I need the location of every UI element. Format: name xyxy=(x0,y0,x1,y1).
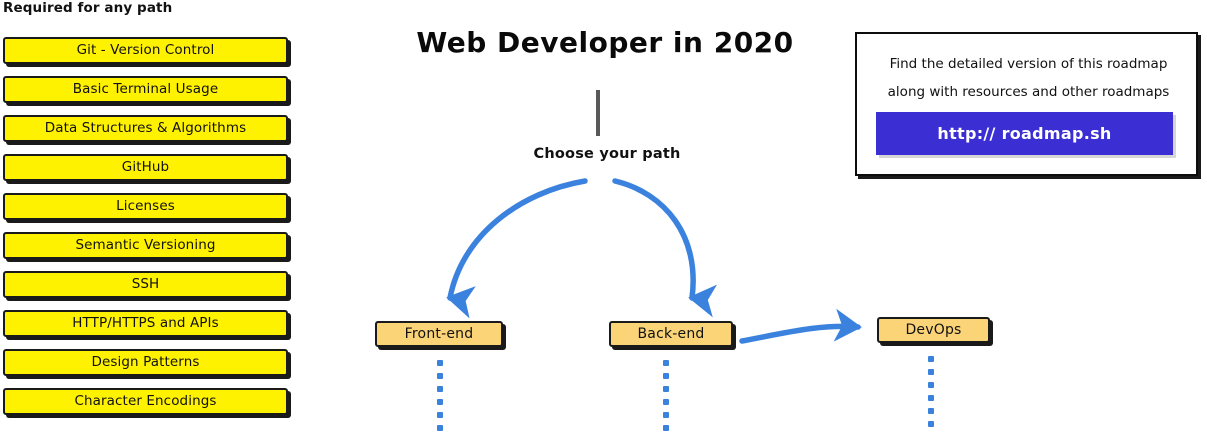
required-topic-item[interactable]: GitHub xyxy=(3,154,288,181)
path-box-back-end[interactable]: Back-end xyxy=(609,321,733,347)
path-box-label: Front-end xyxy=(404,326,474,342)
required-topic-label: Semantic Versioning xyxy=(75,236,216,253)
required-topic-item[interactable]: Git - Version Control xyxy=(3,37,288,64)
path-box-label: DevOps xyxy=(905,322,962,338)
rail-dot xyxy=(663,373,669,379)
path-box-devops[interactable]: DevOps xyxy=(877,317,990,343)
rail-dot xyxy=(437,360,443,366)
choose-path-label: Choose your path xyxy=(533,146,681,162)
required-topic-item[interactable]: Data Structures & Algorithms xyxy=(3,115,288,142)
rail-dot xyxy=(928,382,934,388)
rail-dot xyxy=(437,373,443,379)
rail-dot xyxy=(928,408,934,414)
rail-dot xyxy=(928,421,934,427)
required-section-heading: Required for any path xyxy=(3,0,173,16)
rail-dot xyxy=(437,386,443,392)
arrow-back-end-to-devops xyxy=(739,308,862,344)
roadmap-link-button[interactable]: http:// roadmap.sh xyxy=(876,112,1173,155)
required-topic-item[interactable]: Design Patterns xyxy=(3,349,288,376)
required-topic-label: GitHub xyxy=(121,158,170,175)
required-topic-item[interactable]: Basic Terminal Usage xyxy=(3,76,288,103)
required-topic-label: Character Encodings xyxy=(74,392,217,409)
page-title: Web Developer in 2020 xyxy=(416,26,794,59)
rail-dot xyxy=(928,395,934,401)
required-topic-item[interactable]: HTTP/HTTPS and APIs xyxy=(3,310,288,337)
info-card-line-1: Find the detailed version of this roadma… xyxy=(889,56,1168,72)
required-topic-label: Data Structures & Algorithms xyxy=(44,119,247,136)
required-topic-item[interactable]: Licenses xyxy=(3,193,288,220)
required-topic-label: Git - Version Control xyxy=(76,41,215,58)
dotted-rail-devops xyxy=(928,356,934,434)
info-card-line-2: along with resources and other roadmaps xyxy=(887,84,1170,100)
arrow-to-front-end xyxy=(446,178,588,319)
required-topics-list: Git - Version Control Basic Terminal Usa… xyxy=(3,37,288,427)
roadmap-link-label: http:// roadmap.sh xyxy=(937,124,1112,143)
required-topic-item[interactable]: Semantic Versioning xyxy=(3,232,288,259)
dotted-rail-back-end xyxy=(663,360,669,436)
required-topic-label: Basic Terminal Usage xyxy=(72,80,219,97)
rail-dot xyxy=(437,399,443,405)
required-topic-label: SSH xyxy=(131,275,160,292)
path-box-front-end[interactable]: Front-end xyxy=(375,321,503,347)
required-topic-label: HTTP/HTTPS and APIs xyxy=(72,314,219,331)
required-topic-item[interactable]: SSH xyxy=(3,271,288,298)
dotted-rail-front-end xyxy=(437,360,443,436)
rail-dot xyxy=(437,412,443,418)
rail-dot xyxy=(663,386,669,392)
arrow-to-back-end xyxy=(612,178,718,318)
required-topic-label: Design Patterns xyxy=(91,353,200,370)
info-card: Find the detailed version of this roadma… xyxy=(855,32,1198,176)
trunk-connector-line xyxy=(596,90,600,136)
rail-dot xyxy=(663,412,669,418)
rail-dot xyxy=(663,399,669,405)
rail-dot xyxy=(928,369,934,375)
required-topic-item[interactable]: Character Encodings xyxy=(3,388,288,415)
rail-dot xyxy=(663,425,669,431)
rail-dot xyxy=(928,356,934,362)
rail-dot xyxy=(663,360,669,366)
required-topic-label: Licenses xyxy=(116,197,175,214)
rail-dot xyxy=(437,425,443,431)
path-box-label: Back-end xyxy=(637,326,705,342)
